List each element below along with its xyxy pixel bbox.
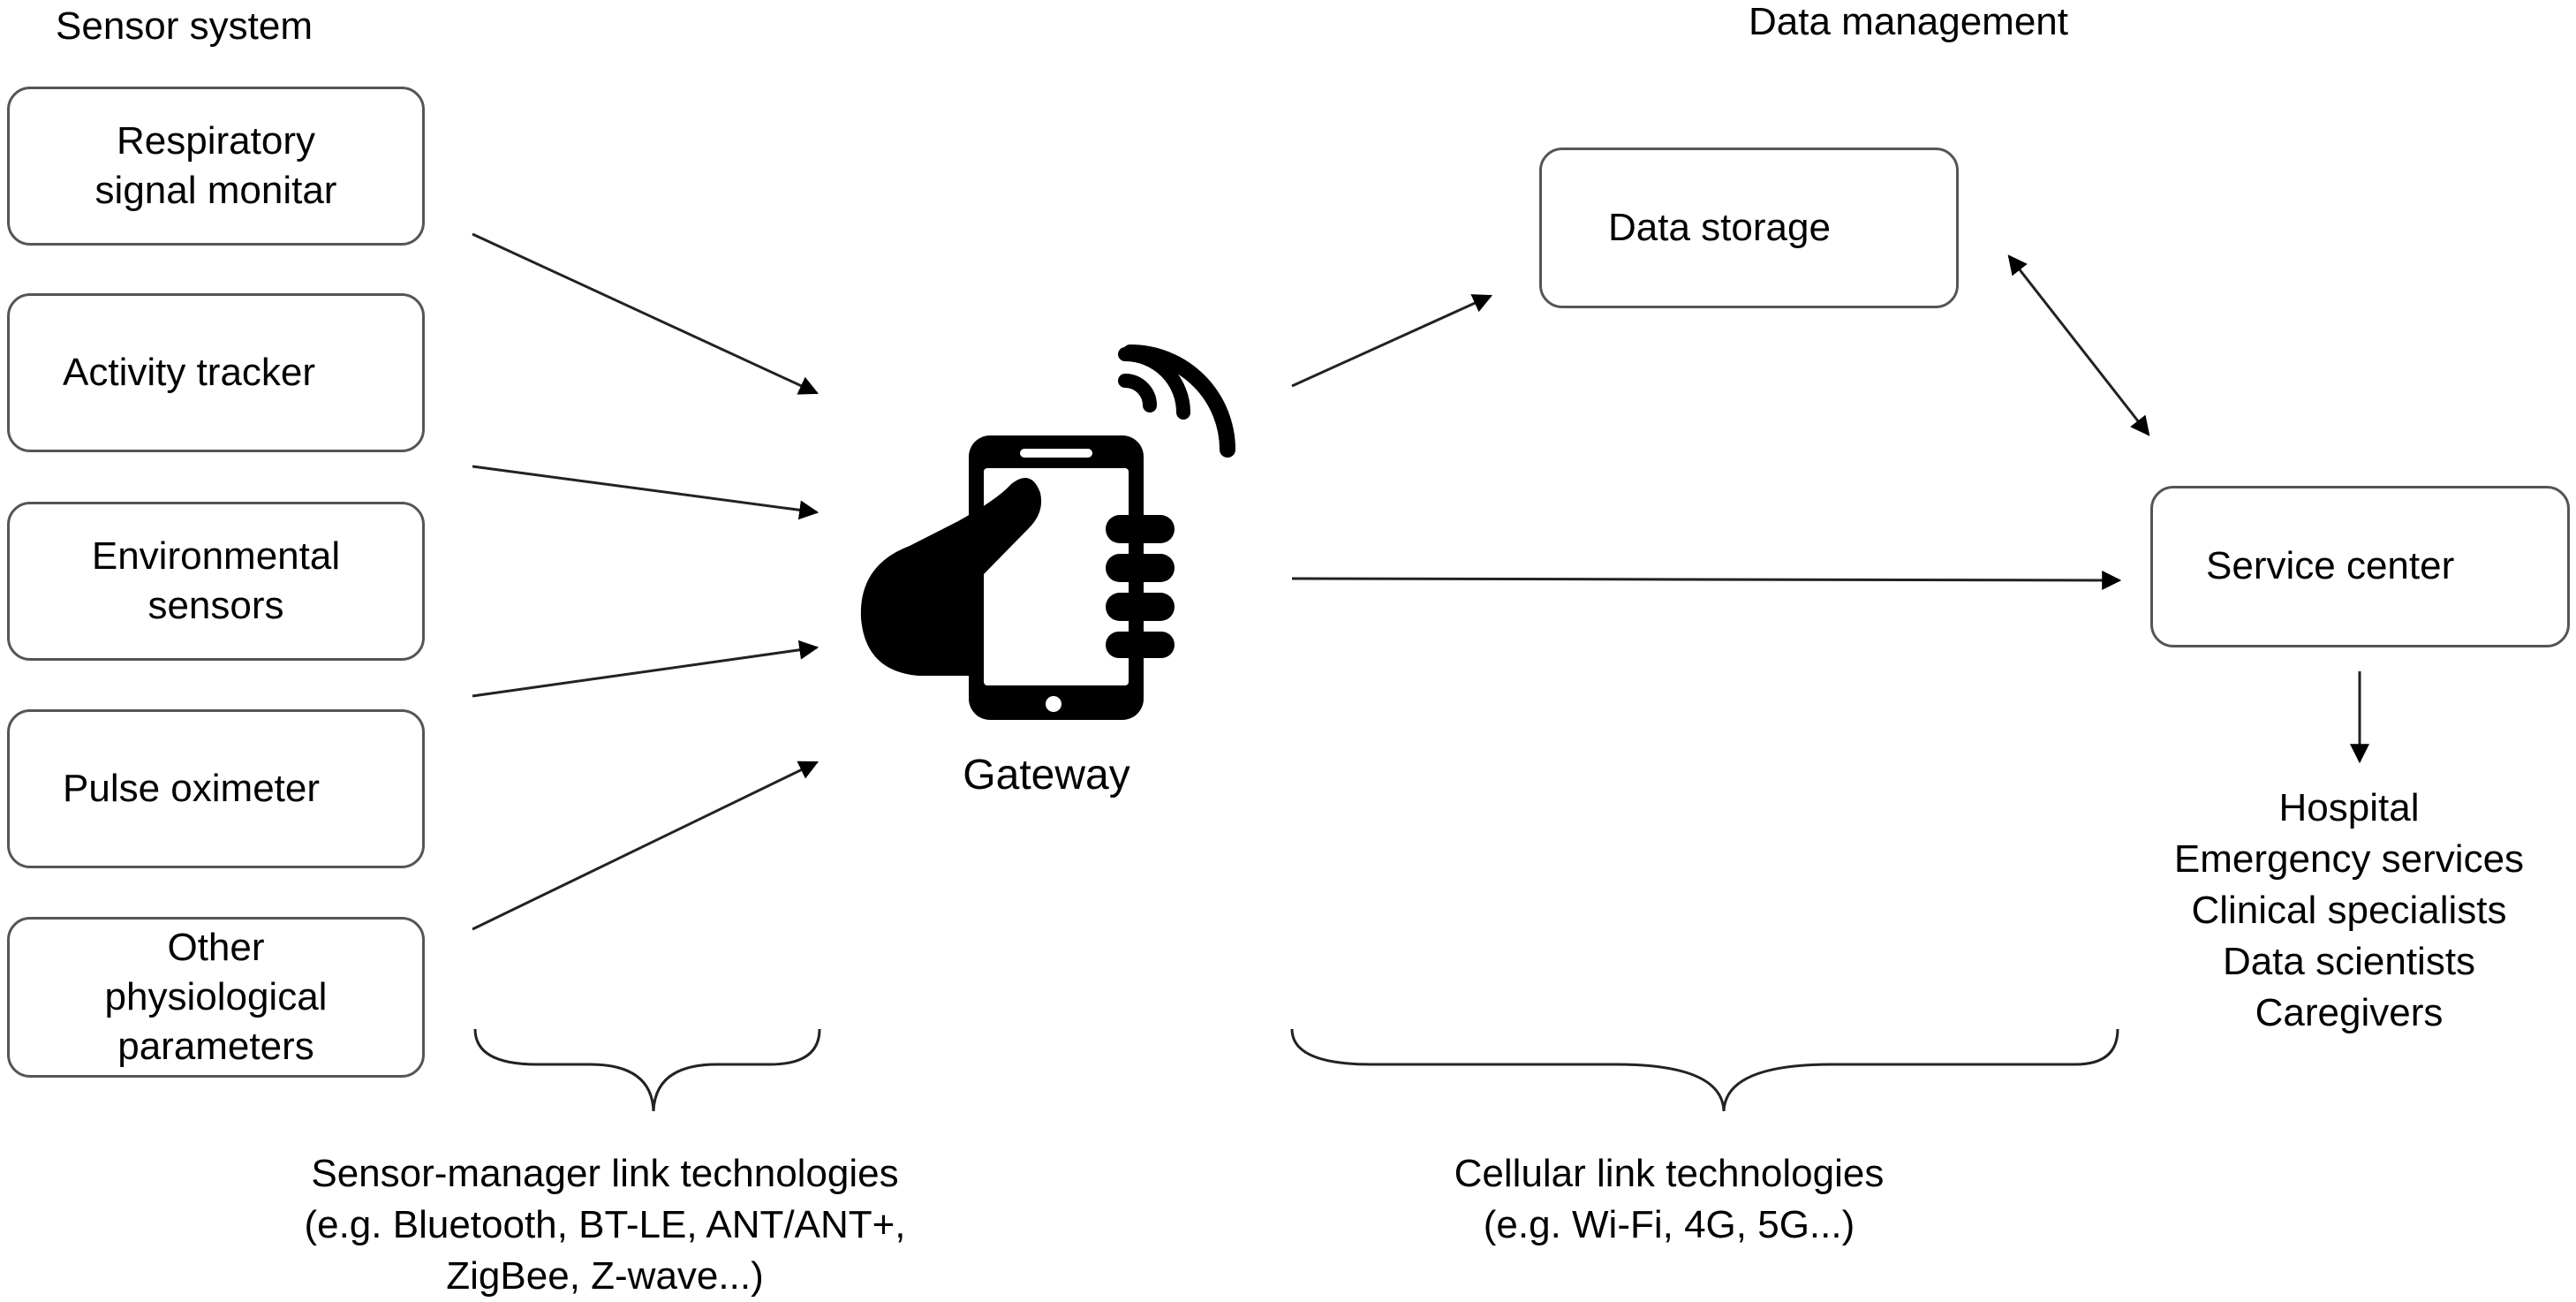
sensor-box-other-physiological: Other physiological parameters xyxy=(7,917,425,1078)
arrow-other-to-gateway xyxy=(472,761,819,931)
sensor-box-pulse-oximeter: Pulse oximeter xyxy=(7,709,425,868)
hand-palm xyxy=(860,477,1042,676)
recipient-clinical-specialists: Clinical specialists xyxy=(2191,889,2507,932)
recipients-list: Hospital Emergency services Clinical spe… xyxy=(2115,783,2576,1039)
recipient-hospital: Hospital xyxy=(2278,786,2420,829)
sensor-box-environmental: Environmental sensors xyxy=(7,502,425,661)
sensor-box-activity-tracker: Activity tracker xyxy=(7,293,425,452)
service-center-box: Service center xyxy=(2150,486,2570,647)
signal-wave-small xyxy=(1118,374,1157,413)
arrow-environmental-to-gateway xyxy=(472,640,820,698)
sensor-box-respiratory: Respiratory signal monitar xyxy=(7,87,425,246)
gateway-label: Gateway xyxy=(963,752,1130,799)
recipient-caregivers: Caregivers xyxy=(2255,991,2444,1034)
heading-sensor-system: Sensor system xyxy=(56,4,313,48)
arrow-activity-to-gateway xyxy=(472,465,820,520)
smartphone-in-hand-icon xyxy=(860,344,1235,720)
phone-home-button xyxy=(1046,696,1061,712)
phone-speaker xyxy=(1020,449,1092,458)
arrow-gateway-to-storage xyxy=(1291,294,1493,388)
finger-1 xyxy=(1106,515,1175,543)
heading-data-management: Data management xyxy=(1749,0,2068,43)
recipient-data-scientists: Data scientists xyxy=(2222,940,2476,983)
sensor-manager-link-caption: Sensor-manager link technologies (e.g. B… xyxy=(304,1152,906,1298)
signal-wave-large xyxy=(1122,344,1235,458)
arrow-storage-service-bidirectional xyxy=(2007,254,2150,436)
arrow-respiratory-to-gateway xyxy=(472,232,819,395)
arrow-gateway-to-service-center xyxy=(1291,570,2122,590)
recipient-emergency-services: Emergency services xyxy=(2173,837,2525,881)
finger-2 xyxy=(1106,554,1175,582)
cellular-link-caption: Cellular link technologies (e.g. Wi-Fi, … xyxy=(1454,1152,1885,1246)
finger-3 xyxy=(1106,593,1175,621)
brace-sensor-manager-link xyxy=(473,1028,821,1112)
finger-4 xyxy=(1106,632,1175,658)
brace-cellular-link xyxy=(1290,1028,2119,1112)
data-storage-box: Data storage xyxy=(1539,148,1959,308)
